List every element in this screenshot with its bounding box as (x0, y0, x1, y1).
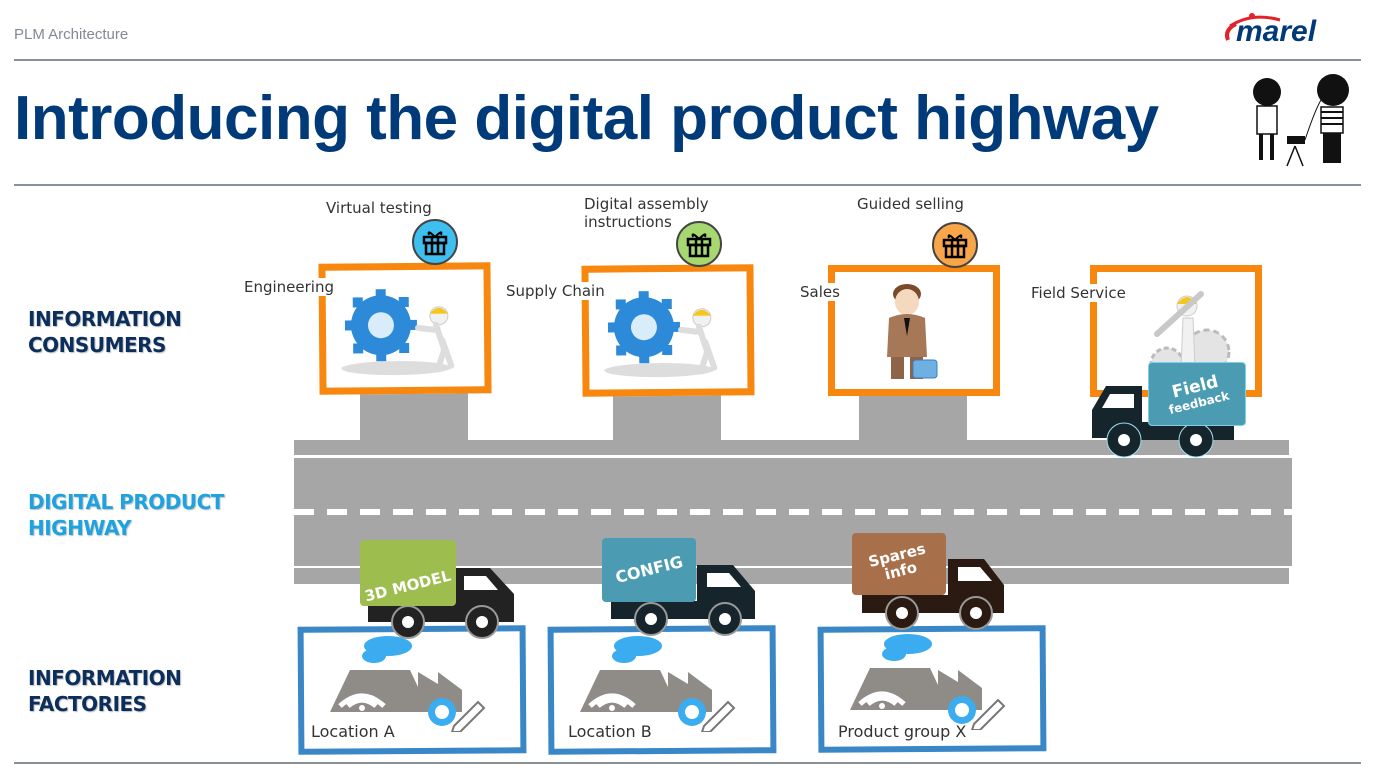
lane-divider (294, 509, 1292, 515)
gift-badge-guided-selling (932, 222, 978, 268)
gift-icon (686, 233, 712, 258)
consumer-label: Field Service (1027, 284, 1130, 302)
benefit-label-line: instructions (584, 213, 672, 231)
truck-cargo: CONFIG (602, 538, 696, 602)
factory-illustration (310, 632, 510, 736)
truck-icon (1092, 386, 1234, 458)
road-shoulder-top (294, 440, 1289, 455)
row-label-line: CONSUMERS (28, 333, 166, 357)
row-label-line: INFORMATION (28, 307, 182, 331)
benefit-label: Guided selling (857, 195, 964, 213)
factory-label: Location B (568, 722, 652, 741)
factory-label: Product group X (838, 722, 967, 741)
gear-worker-icon (604, 291, 718, 378)
truck-icon (368, 568, 514, 639)
pillar-supply-chain (613, 395, 721, 441)
factory-icon (330, 636, 486, 733)
consumer-label: Sales (796, 283, 844, 301)
page-title: Introducing the digital product highway (14, 84, 1159, 153)
pillar-engineering (360, 393, 468, 441)
factory-icon (850, 634, 1006, 731)
truck-icon (862, 559, 1004, 630)
logo-text: marel (1236, 15, 1317, 48)
gear-worker-icon (341, 289, 455, 376)
benefit-label: Virtual testing (326, 199, 432, 217)
cargo-label: CONFIG (613, 551, 685, 587)
consumer-frame-engineering (318, 262, 492, 395)
truck-cargo: 3D MODEL (360, 540, 456, 606)
header-rule (14, 59, 1361, 61)
cargo-label: 3D MODEL (362, 566, 453, 606)
marel-logo-icon: marel (1225, 13, 1317, 48)
highway (294, 440, 1294, 585)
gift-icon (422, 231, 448, 256)
row-label-line: HIGHWAY (28, 516, 132, 540)
salesman-icon (887, 284, 938, 379)
gift-badge-virtual-testing (412, 219, 458, 265)
factory-illustration (830, 630, 1030, 734)
row-label-consumers: INFORMATION CONSUMERS (28, 306, 182, 358)
consumer-frame-sales (828, 265, 1000, 396)
consumer-frame-supply-chain (581, 264, 755, 397)
consumer-label: Supply Chain (502, 282, 609, 300)
row-label-line: FACTORIES (28, 692, 147, 716)
truck-config: CONFIG (601, 537, 761, 637)
gift-badge-digital-assembly (676, 221, 722, 267)
road-shoulder-bottom (294, 568, 1289, 584)
truck-3d-model: 3D MODEL (358, 540, 518, 640)
gift-icon (942, 234, 968, 259)
truck-icon (611, 565, 755, 636)
footer-rule (14, 762, 1361, 764)
factory-illustration (560, 632, 760, 736)
benefit-label-line: Digital assembly (584, 195, 709, 213)
marel-logo: marel (1222, 8, 1362, 48)
section-label: PLM Architecture (14, 26, 129, 43)
row-label-highway: DIGITAL PRODUCT HIGHWAY (28, 489, 224, 541)
kids-on-phone-illustration (1245, 70, 1360, 170)
factory-icon (580, 636, 736, 733)
consumer-label: Engineering (240, 278, 338, 296)
pillar-sales (859, 395, 967, 441)
row-label-factories: INFORMATION FACTORIES (28, 665, 182, 717)
title-rule (14, 184, 1361, 186)
row-label-line: DIGITAL PRODUCT (28, 490, 224, 514)
factory-label: Location A (311, 722, 395, 741)
row-label-line: INFORMATION (28, 666, 182, 690)
benefit-label: Digital assembly instructions (584, 195, 709, 231)
